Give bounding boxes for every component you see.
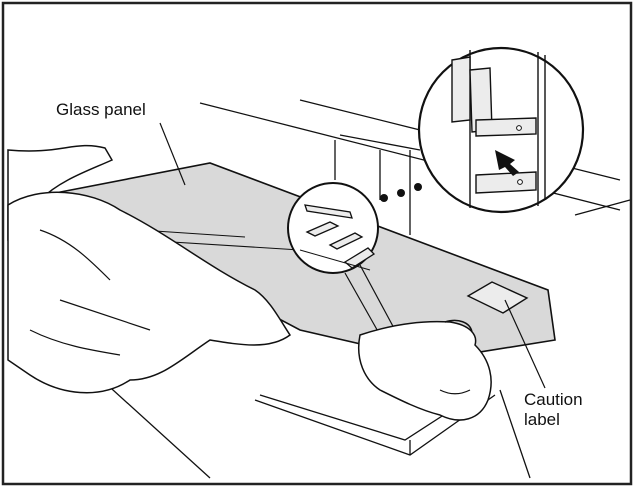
- arrow-icon: [495, 150, 519, 176]
- caution-label-line1: Caution: [524, 390, 583, 409]
- left-arm: [7, 144, 292, 394]
- leader-glass-panel: [159, 122, 186, 186]
- glass-panel: [42, 162, 556, 361]
- leader-caution-label: [504, 299, 546, 389]
- caution-label-line2: label: [524, 410, 560, 429]
- caution-label-callout: Caution label: [524, 390, 583, 430]
- caution-label-sticker: [466, 281, 529, 314]
- detail-inset-small: [287, 182, 379, 274]
- inset-connector-dots: [380, 183, 422, 202]
- inset-leader: [359, 264, 396, 331]
- glass-panel-callout: Glass panel: [56, 100, 146, 119]
- detail-inset-large: [417, 46, 585, 214]
- right-arm: [358, 319, 492, 421]
- inset-leader: [344, 272, 381, 336]
